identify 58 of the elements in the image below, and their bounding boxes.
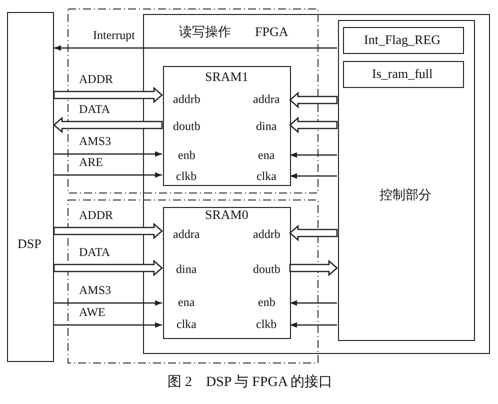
sram-block xyxy=(163,207,291,339)
port-label: clkb xyxy=(256,316,277,330)
figure-caption: 图 2 DSP 与 FPGA 的接口 xyxy=(168,376,333,389)
block-title: FPGA xyxy=(255,24,288,38)
sram-block xyxy=(163,66,291,186)
port-label: clkb xyxy=(176,168,197,182)
block-title: 控制部分 xyxy=(380,188,432,202)
port-label: addra xyxy=(253,92,280,106)
fpga-box xyxy=(143,14,490,354)
register-label: Int_Flag_REG xyxy=(364,32,441,46)
port-label: ena xyxy=(178,294,195,308)
signal-label: ADDR xyxy=(78,73,114,86)
control-box xyxy=(338,20,475,341)
port-label: doutb xyxy=(173,118,200,132)
port-label: ena xyxy=(258,148,275,162)
signal-label: DATA xyxy=(78,246,112,259)
signal-label: ARE xyxy=(78,156,104,169)
signal-arrow xyxy=(290,322,337,328)
bus-arrow xyxy=(53,260,163,276)
signal-label: ADDR xyxy=(78,209,114,222)
bus-arrow xyxy=(289,116,338,134)
port-label: addrb xyxy=(173,92,200,106)
signal-arrow xyxy=(54,172,162,178)
port-label: clka xyxy=(176,316,196,330)
port-label: dina xyxy=(176,262,197,276)
port-label: addra xyxy=(173,226,200,240)
port-label: enb xyxy=(178,148,196,162)
port-label: dina xyxy=(256,118,277,132)
block-title: SRAM1 xyxy=(205,70,248,84)
port-label: clka xyxy=(256,168,276,182)
register-box xyxy=(343,27,464,54)
bus-arrow xyxy=(289,92,338,108)
signal-label: AMS3 xyxy=(78,284,112,297)
signal-label: AMS3 xyxy=(78,135,112,148)
signal-arrow xyxy=(54,322,162,328)
signal-label: AWE xyxy=(78,306,106,319)
signal-arrow xyxy=(290,300,337,306)
bus-arrow xyxy=(53,116,163,134)
signal-arrow xyxy=(54,45,337,51)
signal-arrow xyxy=(290,173,337,179)
port-label: doutb xyxy=(253,262,280,276)
register-label: Is_ram_full xyxy=(372,66,433,80)
block-title: SRAM0 xyxy=(205,208,248,222)
section-label: 读写操作 xyxy=(178,25,232,38)
signal-label: DATA xyxy=(78,103,112,116)
bus-arrow xyxy=(53,222,163,240)
signal-label: Interrupt xyxy=(92,29,136,42)
port-label: enb xyxy=(258,294,276,308)
device-label: DSP xyxy=(18,236,42,250)
bus-arrow xyxy=(289,260,338,276)
port-label: addrb xyxy=(253,226,280,240)
signal-arrow xyxy=(54,300,162,306)
dsp-box xyxy=(7,12,54,362)
signal-arrow xyxy=(54,151,162,157)
signal-arrow xyxy=(290,152,337,158)
bus-arrow xyxy=(289,224,338,242)
register-box xyxy=(343,61,464,88)
bus-arrow xyxy=(53,86,163,104)
